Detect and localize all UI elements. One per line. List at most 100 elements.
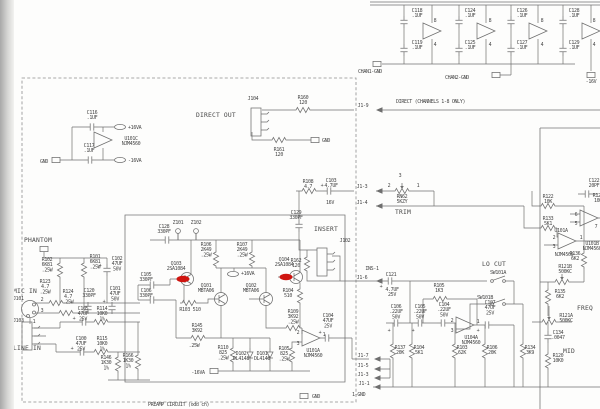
u101a-eq-label: U101A	[554, 228, 568, 234]
highlight-mark	[279, 273, 293, 281]
polarity-plus: +	[388, 328, 391, 334]
chan2-gnd-label: CHAN2-GND	[445, 75, 469, 81]
highlight-marks-layer	[176, 273, 293, 283]
p16va-terminal	[227, 271, 239, 277]
opamp-u104a	[455, 316, 475, 334]
resistor-r106	[213, 249, 219, 269]
section-borders	[21, 77, 600, 409]
section-box-border	[124, 127, 600, 409]
j1-9-label: J1-9	[358, 103, 369, 109]
resistor-r161	[269, 137, 289, 143]
resistor-r135	[545, 287, 551, 307]
j1-7-label: J1-7	[358, 353, 369, 359]
polarity-plus: +	[321, 183, 324, 189]
n16va-label: -16VA	[128, 158, 142, 164]
lo-cut-label: LO CUT	[482, 261, 506, 268]
j1-1-label: J1-1	[359, 381, 370, 387]
opamp-buffer-3	[528, 22, 548, 40]
gnd-label: GND	[322, 138, 330, 144]
u101a-pin2: 2	[297, 330, 300, 336]
trim-pot-rn62	[392, 182, 412, 194]
opamp-pin4: 4	[489, 42, 492, 48]
j1-9-arrow	[376, 107, 383, 113]
j1-3b-arrow	[374, 375, 381, 381]
mic-xlr-j101	[21, 300, 39, 318]
capacitor-c129-insert	[295, 219, 303, 233]
capacitor-c118	[400, 15, 408, 29]
u101aeq-pin3: 3	[553, 244, 556, 250]
capacitor-c121	[383, 277, 397, 285]
j1-5-arrow	[374, 366, 381, 372]
polarity-plus: +	[73, 316, 76, 322]
n16va-terminal	[209, 368, 219, 374]
capacitor-c106-eq	[389, 319, 403, 327]
u101a-eq-part: NJM4560	[555, 252, 574, 258]
resistor-r166	[135, 352, 141, 372]
c134-label: C134.0047	[551, 330, 565, 341]
neg16v-label: -16V	[586, 79, 597, 85]
xlr-pin3: 3	[41, 308, 44, 314]
polarity-plus: +	[103, 299, 106, 305]
transistor-q102	[258, 292, 273, 306]
u101b-pin5: 5	[575, 221, 578, 227]
opamp-pin8: 8	[541, 18, 544, 24]
j103-label: J103	[13, 318, 24, 324]
j104-label: J104	[248, 96, 259, 102]
resistor-r145	[188, 335, 208, 341]
cap-c126-label: C126.1UF	[517, 8, 528, 19]
opamp-pin4: 4	[541, 42, 544, 48]
trim-label: TRIM	[395, 209, 411, 216]
gnd-terminal	[299, 393, 309, 399]
pot-r121b	[552, 273, 572, 285]
resistor-r104	[297, 286, 303, 306]
u101aeq-pin1: 1	[580, 235, 583, 241]
capacitor-c101	[108, 301, 116, 315]
xlr-pin2: 2	[41, 297, 44, 303]
cap-c129b-label: C129.1UF	[569, 40, 580, 51]
u104a-pin3: 3	[451, 328, 454, 334]
j1-4-label: J1-4	[357, 200, 368, 206]
cap-c125-label: C125.1UF	[465, 40, 476, 51]
resistor-r102	[57, 260, 63, 280]
capacitor-c107	[480, 321, 494, 329]
resistor-r101	[81, 260, 87, 280]
zener-z101	[175, 228, 181, 241]
capacitor-c117	[83, 156, 97, 164]
polarity-plus: +	[412, 328, 415, 334]
capacitor-c116	[85, 123, 99, 131]
insert-jack-j102	[316, 247, 336, 277]
direct-out-label: DIRECT OUT	[196, 112, 236, 119]
direct-out-jack-j104	[250, 107, 270, 137]
r145-wattage: .25W	[189, 343, 201, 349]
capacitor-c128	[559, 15, 567, 29]
labels-layer: C118.1UFC119.1UFC124.1UFC125.1UFC126.1UF…	[13, 8, 600, 408]
phantom-label: PHANTOM	[24, 237, 52, 244]
gnd-terminal	[51, 157, 61, 163]
